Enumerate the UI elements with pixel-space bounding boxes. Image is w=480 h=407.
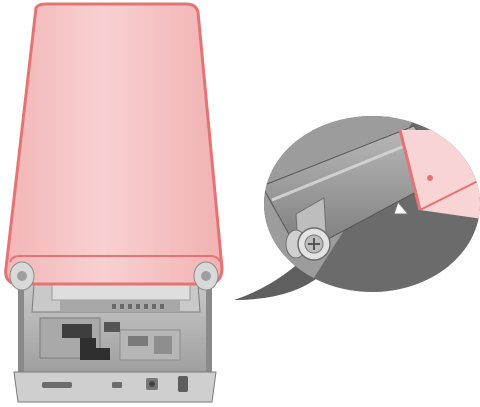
switch-icon bbox=[178, 376, 188, 392]
screw-detail-callout bbox=[234, 110, 480, 310]
right-hinge-icon bbox=[194, 262, 218, 290]
thumb-screw-icon bbox=[286, 228, 330, 260]
port-slot-icon bbox=[42, 382, 72, 388]
sata-connector-icon bbox=[62, 324, 92, 338]
left-hinge-icon bbox=[10, 262, 34, 290]
red-aluminum-sleeve bbox=[6, 4, 222, 290]
usb-port-icon bbox=[112, 382, 122, 388]
